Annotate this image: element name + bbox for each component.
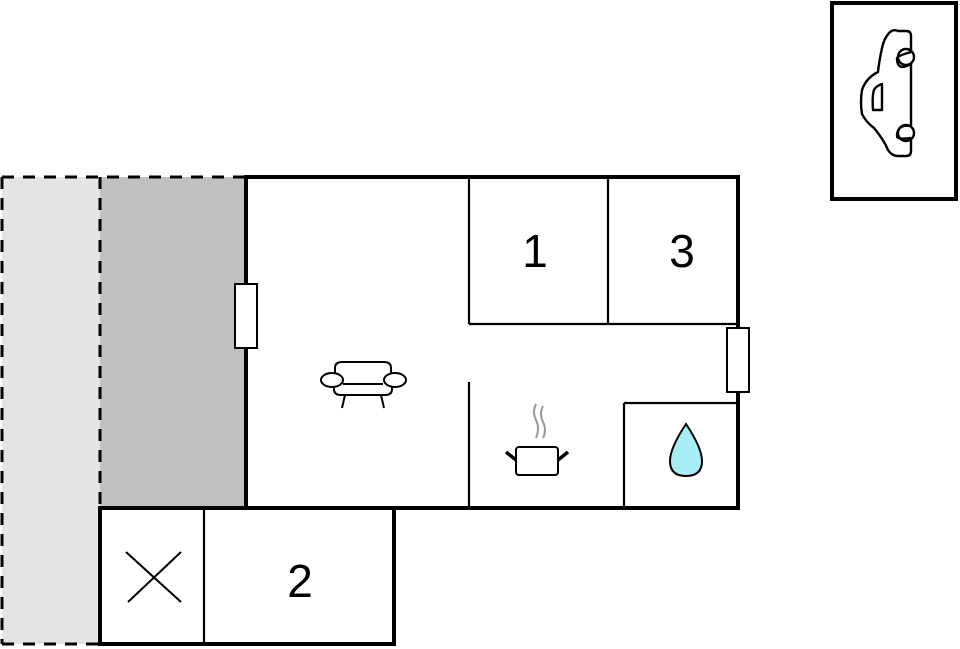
- terrace-dashed-outline: [0, 175, 246, 646]
- terrace-outer: [2, 177, 100, 644]
- interior-walls: [202, 177, 738, 644]
- car-icon: [859, 29, 916, 158]
- cooking-pot-icon: [504, 403, 570, 476]
- cross-icon: [125, 551, 182, 603]
- window-east: [726, 327, 750, 393]
- room-label-2: 2: [287, 555, 313, 607]
- parking-area: [830, 1, 958, 201]
- terrace-covered: [100, 177, 246, 507]
- window-west: [234, 283, 258, 349]
- water-drop-icon: [668, 422, 704, 478]
- sofa-icon: [320, 361, 407, 409]
- room-label-3: 3: [669, 225, 695, 277]
- room-label-1: 1: [522, 225, 548, 277]
